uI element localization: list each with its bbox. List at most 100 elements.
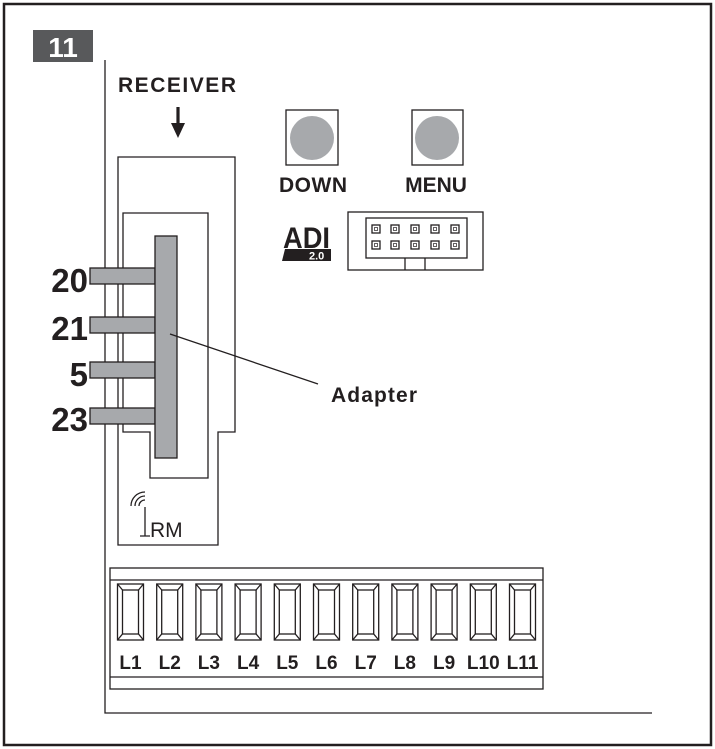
terminal-housing <box>156 583 184 641</box>
adi-pin <box>390 224 400 234</box>
terminal-bevel <box>195 583 223 641</box>
figure-badge: 11 <box>33 30 93 63</box>
adi-pin-core <box>413 243 417 247</box>
adi-pin <box>450 224 460 234</box>
adi-connector-header <box>365 217 468 259</box>
receiver-callout: RECEIVER <box>118 74 236 138</box>
terminal-bevel <box>117 583 144 641</box>
terminal-housing <box>116 583 145 641</box>
adi-pin <box>390 240 400 250</box>
terminal-housing <box>352 583 380 641</box>
antenna-stem <box>140 507 150 537</box>
terminal-block-label: L11 <box>507 653 539 674</box>
terminal-bevel <box>352 583 380 641</box>
terminal-block-label: L6 <box>315 653 337 674</box>
terminal-label-5: 5 <box>70 356 88 393</box>
terminal-housing <box>508 583 537 641</box>
terminal-screw-slot <box>474 589 492 635</box>
down-button-housing <box>285 109 339 166</box>
terminal-block-label: L5 <box>276 653 299 674</box>
terminal-l8: L8 <box>391 583 419 674</box>
adi-pin <box>450 240 460 250</box>
terminal-housing <box>469 583 497 641</box>
adi-pin-core <box>393 243 397 247</box>
adi-pin-core <box>374 227 378 231</box>
terminal-l6: L6 <box>312 583 341 674</box>
terminal-label-20: 20 <box>51 262 88 299</box>
terminal-label-21: 21 <box>51 310 88 347</box>
antenna-icon <box>130 491 150 537</box>
down-button-drawing: DOWN <box>279 109 347 197</box>
down-button-label: DOWN <box>279 174 347 197</box>
adi-connector-pins <box>371 224 460 250</box>
menu-button-cap <box>415 116 459 160</box>
adi-pin <box>430 224 440 234</box>
adi-connector-key <box>404 258 426 270</box>
adi-pin-core <box>433 243 437 247</box>
terminal-housing <box>391 583 419 641</box>
terminal-screw-slot <box>161 589 179 635</box>
adi-pin <box>430 240 440 250</box>
adi-pin <box>371 224 381 234</box>
terminal-l1: L1 <box>116 583 145 674</box>
terminal-l9: L9 <box>430 583 458 674</box>
figure-badge-background <box>33 30 93 62</box>
terminal-block-label: L1 <box>119 653 142 674</box>
menu-button-drawing: MENU <box>405 109 467 197</box>
adi-pin-core <box>453 227 457 231</box>
down-button-cap <box>290 116 334 160</box>
adi-connector-housing <box>347 211 484 271</box>
terminal-block-housing <box>109 567 544 690</box>
terminal-housing <box>312 583 341 641</box>
antenna-wave-2 <box>134 495 146 507</box>
arrow-down-icon <box>171 107 185 138</box>
terminal-l2: L2 <box>156 583 184 674</box>
terminal-housing <box>234 583 262 641</box>
adi-logo-base <box>282 249 331 261</box>
adi-pin-core <box>433 227 437 231</box>
receiver-module-outline <box>122 212 209 479</box>
adi-pin <box>371 240 381 250</box>
terminal-bar-5 <box>89 361 156 379</box>
terminal-block-label: L7 <box>355 653 377 674</box>
adi-connector <box>347 211 484 271</box>
receiver-label: RECEIVER <box>118 74 236 97</box>
adi-logo-version: 2.0 <box>309 251 324 263</box>
terminal-l5: L5 <box>273 583 301 674</box>
terminal-bevel <box>469 583 497 641</box>
terminal-block-label: L2 <box>159 653 181 674</box>
terminal-screw-slot <box>121 589 140 635</box>
terminal-screw-slot <box>396 589 414 635</box>
terminal-bevel <box>509 583 536 641</box>
terminal-bevel <box>430 583 458 641</box>
receiver-terminals: 20 21 5 23 <box>51 262 156 438</box>
terminal-housing <box>273 583 301 641</box>
terminal-bar-23 <box>89 407 156 425</box>
adapter-label: Adapter <box>331 384 417 407</box>
terminal-screw-slot <box>513 589 532 635</box>
terminal-bevel <box>156 583 184 641</box>
terminal-screw-slot <box>200 589 218 635</box>
terminal-bevel <box>273 583 301 641</box>
receiver-slot: RM <box>117 156 236 546</box>
terminal-screw-slot <box>239 589 257 635</box>
terminal-bevel <box>234 583 262 641</box>
terminal-bar-21 <box>89 316 156 334</box>
adi-pin <box>410 240 420 250</box>
terminal-label-23: 23 <box>51 401 88 438</box>
terminal-screw-slot <box>278 589 296 635</box>
antenna-wave-3 <box>130 491 146 507</box>
terminal-bar-20 <box>89 267 156 285</box>
antenna-wave-1 <box>138 499 146 507</box>
adapter: Adapter <box>154 235 417 459</box>
adi-pin-core <box>374 243 378 247</box>
adapter-leader-line <box>169 333 319 385</box>
terminal-l7: L7 <box>352 583 380 674</box>
terminal-housing <box>430 583 458 641</box>
terminal-l11: L11 <box>507 583 539 674</box>
figure-number: 11 <box>48 32 78 63</box>
adi-pin <box>410 224 420 234</box>
